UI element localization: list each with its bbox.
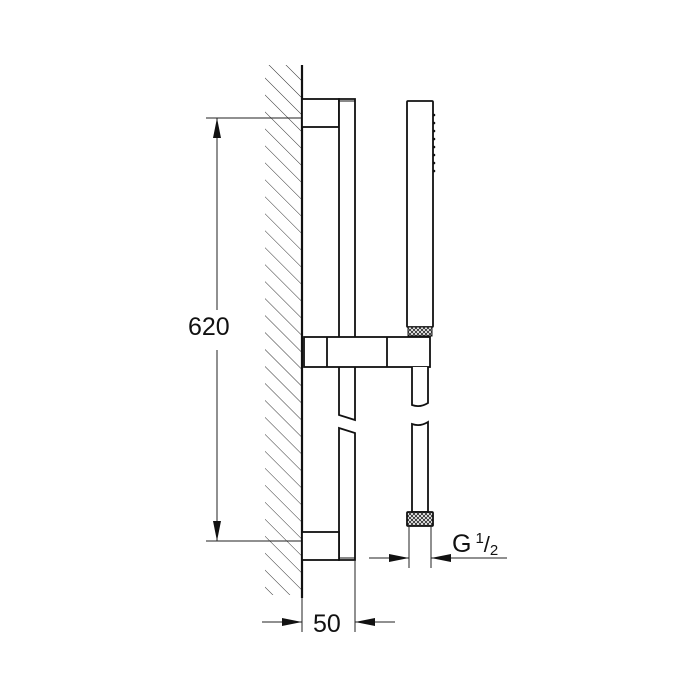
thread-fraction-denominator: 2: [489, 542, 499, 559]
depth-dimension-label: 50: [313, 610, 341, 638]
thread-fraction-slash: /: [483, 532, 490, 557]
height-dimension-label: 620: [188, 313, 230, 341]
hand-shower: [406, 100, 436, 337]
rail: [338, 98, 356, 561]
hose: [411, 367, 429, 513]
thread-fraction-numerator: 1: [475, 530, 484, 547]
depth-dimension: [262, 560, 395, 632]
bottom-bracket: [301, 531, 340, 561]
hose-nut: [406, 511, 434, 527]
thread-dimension: [369, 526, 507, 568]
slider: [303, 336, 431, 368]
thread-letter: G: [452, 530, 472, 558]
height-dimension: [206, 117, 302, 542]
spray-nozzles: [432, 113, 436, 173]
top-bracket: [301, 98, 340, 128]
wall: [265, 65, 304, 598]
